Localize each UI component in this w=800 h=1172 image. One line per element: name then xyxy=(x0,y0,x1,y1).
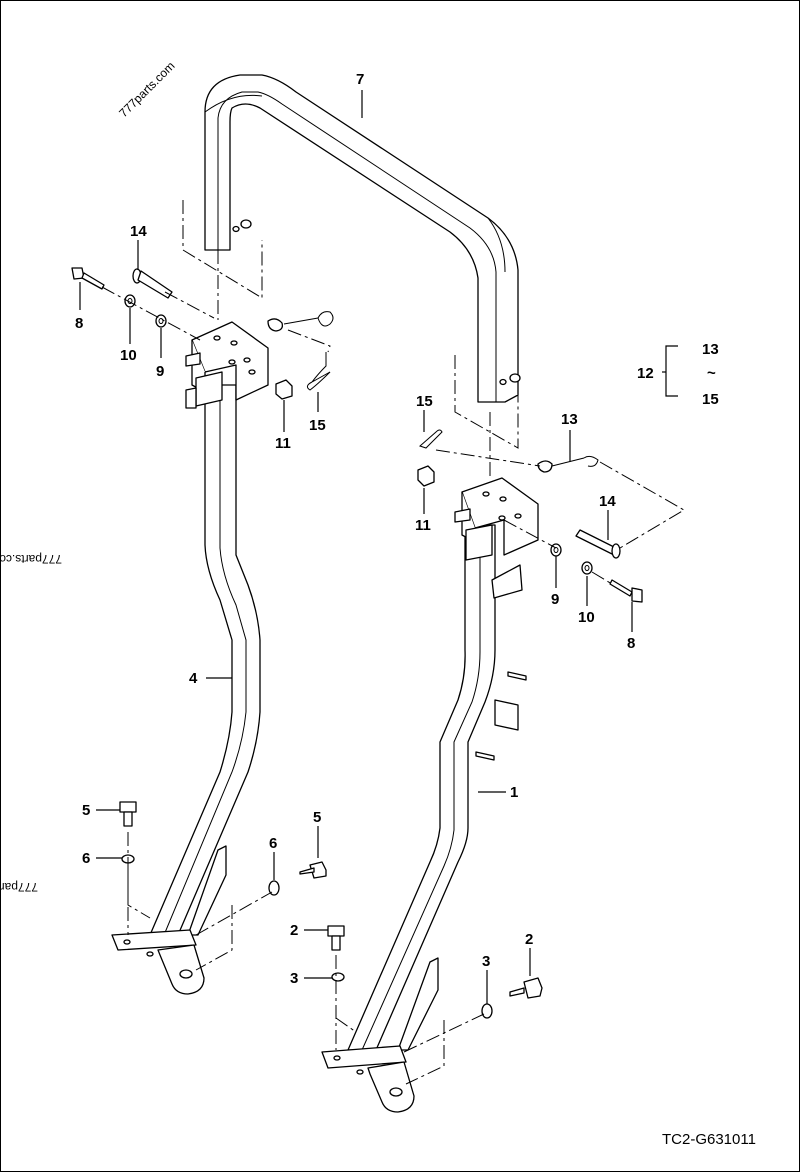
callout-2-right: 2 xyxy=(525,931,533,948)
callout-14-right: 14 xyxy=(599,493,616,510)
callout-9-right: 9 xyxy=(551,591,559,608)
watermark-top: 777parts.com xyxy=(116,59,177,120)
callout-15-right: 15 xyxy=(416,393,433,410)
callout-12: 12 xyxy=(637,365,654,382)
callout-5-mid: 5 xyxy=(313,809,321,826)
callout-13-right: 13 xyxy=(561,411,578,428)
right-bracket xyxy=(454,477,539,561)
callout-4: 4 xyxy=(189,670,198,687)
right-upper-fasteners xyxy=(417,429,643,603)
right-post-part-1 xyxy=(321,524,527,1113)
left-post-part-4 xyxy=(111,384,261,995)
callout-6-mid: 6 xyxy=(269,835,277,852)
callout-6-left: 6 xyxy=(82,850,90,867)
callout-7: 7 xyxy=(356,71,364,88)
callout-13-group: 13 xyxy=(702,341,719,358)
drawing-code: TC2-G631011 xyxy=(662,1131,756,1148)
callout-10-right: 10 xyxy=(578,609,595,626)
callout-10-left: 10 xyxy=(120,347,137,364)
callout-3-mid: 3 xyxy=(290,970,298,987)
callout-8-right: 8 xyxy=(627,635,635,652)
lower-fasteners xyxy=(119,801,543,1019)
left-bracket xyxy=(185,321,269,409)
callout-labels: 7 14 8 10 9 11 15 12 13 ~ 15 15 13 11 14… xyxy=(75,71,719,987)
callout-11-right: 11 xyxy=(415,517,431,534)
callout-15-group: 15 xyxy=(702,391,719,408)
callout-11-left: 11 xyxy=(275,435,291,452)
alignment-lines xyxy=(101,200,685,1085)
callout-range-tilde: ~ xyxy=(707,365,716,382)
watermark-left-low: 777parts xyxy=(0,880,38,894)
watermark-left-mid: 777parts.com xyxy=(0,552,62,566)
callout-14-left: 14 xyxy=(130,223,147,240)
callout-8-left: 8 xyxy=(75,315,83,332)
leader-lines xyxy=(79,90,678,1004)
callout-1: 1 xyxy=(510,784,518,801)
upper-hoop-part-7 xyxy=(204,74,521,403)
left-upper-fasteners xyxy=(71,267,334,400)
callout-15-left: 15 xyxy=(309,417,326,434)
callout-5-left: 5 xyxy=(82,802,90,819)
callout-3-right: 3 xyxy=(482,953,490,970)
callout-9-left: 9 xyxy=(156,363,164,380)
callout-2-mid: 2 xyxy=(290,922,298,939)
